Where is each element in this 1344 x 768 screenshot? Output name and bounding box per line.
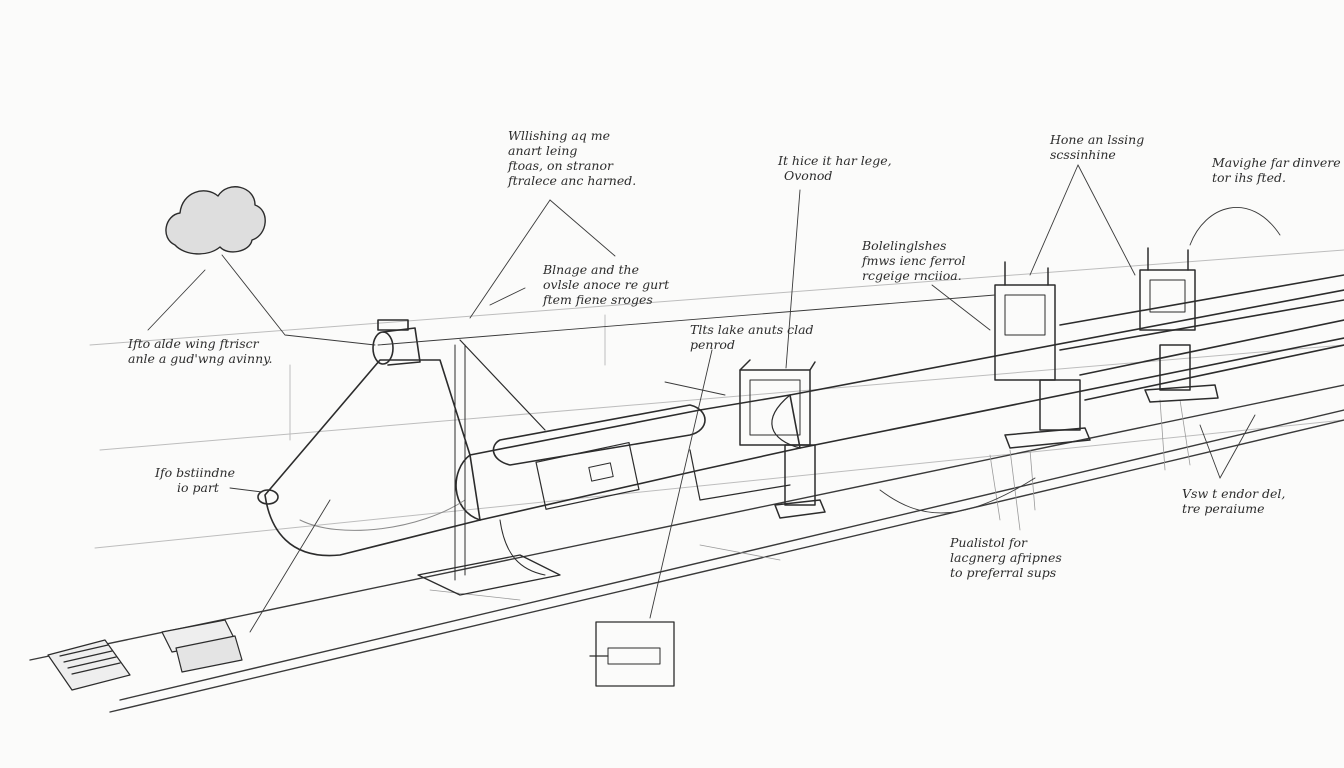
note-line: Ifo bstiindne [155,465,235,480]
note-line: Ovonod [784,168,833,183]
base-plate [417,554,561,596]
note-line: io part [177,480,219,495]
annotation-leaders [147,164,1281,633]
far-right-note: Mavighe far dinvere tor ihs fted. [1212,155,1341,185]
floor-rails [29,384,1344,713]
right-lower-note: Vsw t endor del, tre peraiume [1182,486,1285,516]
note-line: Bolelinglshes [862,238,947,253]
lower-left-note: Ifo bstiindne io part [155,465,235,495]
cloud-icon [165,186,266,255]
capsule-body [455,394,801,576]
left-note: Ifto alde wing ftriscr anle a gud'wng av… [128,336,273,366]
note-line: ftem fiene sroges [543,292,653,307]
cone-nose [257,339,546,581]
top-right-center-note: It hice it har lege, Ovonod [778,153,892,183]
main-pipes [771,274,1344,449]
bottom-right-note: Pualistol for lacgnerg afripnes to prefe… [950,535,1062,580]
floor-shading [429,399,1191,601]
note-line: Vsw t endor del, [1182,486,1286,501]
note-line: fmws ienc ferrol [862,253,966,268]
note-line: Pualistol for [950,535,1027,550]
note-line: penrod [690,337,735,352]
sensor-ring [372,319,421,366]
document-icons [47,619,243,691]
middle-note: Blnage and the ovlsle anoce re gurt ftem… [543,262,669,307]
note-line: Blnage and the [543,262,640,277]
center-bracket [739,359,826,519]
right-frame-2 [1139,247,1219,403]
note-line: anle a gud'wng avinny. [128,351,273,366]
note-line: ftoas, on stranor [508,158,613,173]
note-line: Hone an lssing [1050,132,1145,147]
note-line: ftralece anc harned. [508,173,637,188]
note-line: lacgnerg afripnes [950,550,1062,565]
note-line: Ifto alde wing ftriscr [128,336,259,351]
far-top-note: Hone an lssing scssinhine [1050,132,1144,162]
note-line: It hice it har lege, [778,153,892,168]
note-line: ovlsle anoce re gurt [543,277,670,292]
pipe-note: Bolelinglshes fmws ienc ferrol rcgeige r… [862,238,966,283]
note-line: anart leing [508,143,578,158]
note-line: Tlts lake anuts clad [690,322,814,337]
detail-inset [589,621,675,687]
note-line: to preferral sups [950,565,1057,580]
note-line: tor ihs fted. [1212,170,1286,185]
note-line: Mavighe far dinvere [1212,155,1341,170]
note-line: tre peraiume [1182,501,1265,516]
background-guides [89,249,1344,549]
center-lower-note: Tlts lake anuts clad penrod [690,322,814,352]
right-frame-1 [994,261,1091,449]
note-line: rcgeige rnciioa. [862,268,962,283]
note-line: scssinhine [1050,147,1116,162]
top-center-note: Wllishing aq me anart leing ftoas, on st… [508,128,636,188]
note-line: Wllishing aq me [508,128,611,143]
